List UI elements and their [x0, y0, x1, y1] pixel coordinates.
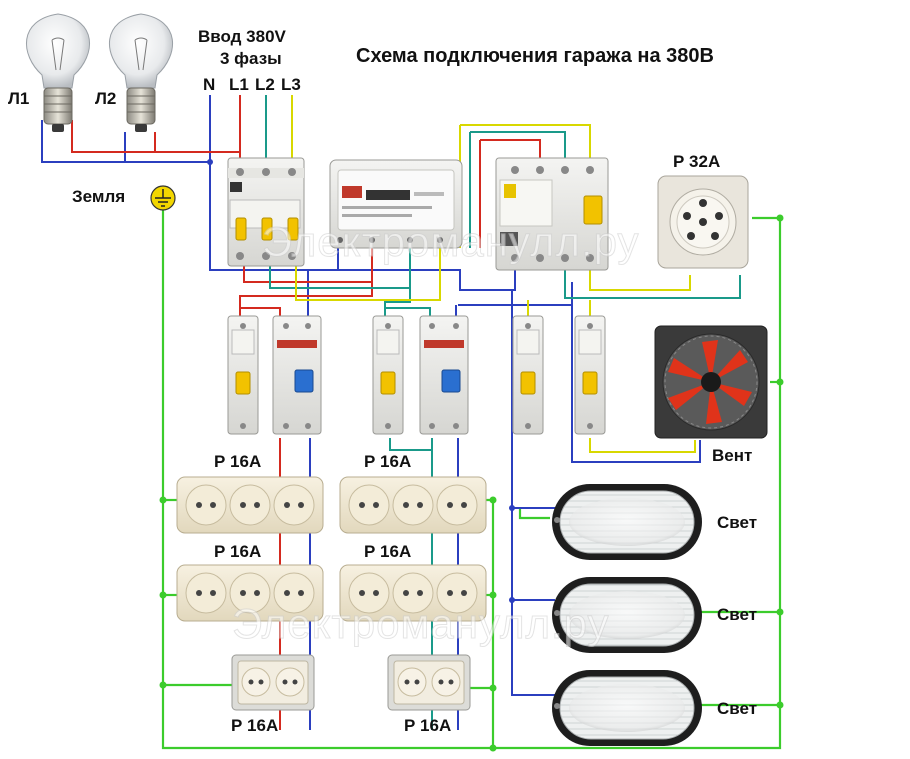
electric-meter [329, 159, 463, 249]
socket-32a-label: Р 32А [673, 152, 721, 171]
lamp-label-l1: Л1 [8, 89, 30, 108]
exhaust-fan [654, 325, 768, 439]
socket-label-5: Р 16А [231, 716, 279, 735]
lamp-label-l2: Л2 [95, 89, 117, 108]
input-label-line1: Ввод 380V [198, 27, 286, 46]
socket-block-2 [339, 476, 487, 534]
light-label-2: Свет [717, 605, 758, 624]
terminal-l1: L1 [229, 75, 249, 94]
terminal-l3: L3 [281, 75, 301, 94]
wires-phase-yellow [291, 95, 696, 453]
terminal-l2: L2 [255, 75, 275, 94]
socket-block-1 [176, 476, 324, 534]
watermark-top: Электроманулл.ру [262, 218, 640, 266]
socket-block-4 [339, 564, 487, 622]
light-fixture-3 [552, 670, 702, 746]
input-label-line2: 3 фазы [220, 49, 282, 68]
junction-dots [159, 214, 784, 752]
light-label-1: Свет [717, 513, 758, 532]
input-breaker-3pole [227, 157, 305, 267]
breaker-fan [574, 315, 606, 435]
terminal-n: N [203, 75, 216, 94]
watermark-bottom: Электроманулл.ру [232, 600, 610, 648]
socket-label-1: Р 16А [214, 452, 262, 471]
diagram-title: Схема подключения гаража на 380В [356, 45, 714, 67]
wall-socket-double-1 [231, 654, 315, 711]
socket-label-4: Р 16А [364, 542, 412, 561]
rcd-4pole [495, 157, 609, 271]
light-fixture-1 [552, 484, 702, 560]
neutral-dots [207, 159, 515, 603]
ground-label: Земля [72, 187, 126, 206]
fan-label: Вент [712, 446, 753, 465]
breaker-light [512, 315, 544, 435]
ground-symbol-icon [150, 185, 176, 211]
wall-socket-double-2 [387, 654, 471, 711]
socket-block-3 [176, 564, 324, 622]
lamp-l2 [108, 13, 174, 132]
light-fixture-2 [552, 577, 702, 653]
socket-label-3: Р 16А [214, 542, 262, 561]
socket-32a [657, 175, 749, 269]
breaker-group-2 [372, 315, 469, 435]
lamp-l1 [25, 13, 91, 132]
light-label-3: Свет [717, 699, 758, 718]
socket-label-6: Р 16А [404, 716, 452, 735]
socket-label-2: Р 16А [364, 452, 412, 471]
breaker-group-1 [227, 315, 322, 435]
